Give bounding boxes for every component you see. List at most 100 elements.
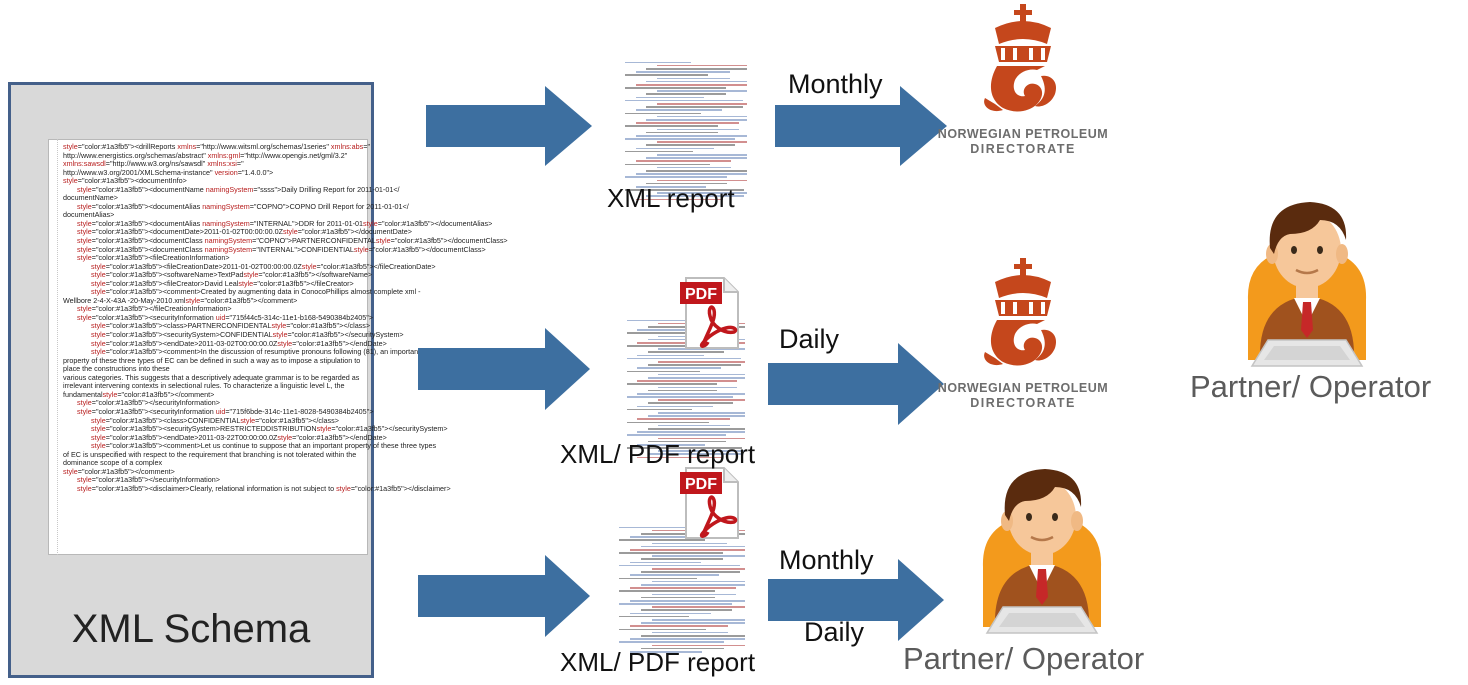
thumbnail-text-line xyxy=(657,373,745,376)
svg-text:PDF: PDF xyxy=(685,286,717,303)
xml-schema-line: style="color:#1a3fb5"><fileCreationInfor… xyxy=(77,253,230,263)
thumbnail-text-line xyxy=(641,583,745,586)
thumbnail-text-line xyxy=(656,90,747,92)
thumbnail-text-line xyxy=(657,348,745,350)
thumbnail-text-line xyxy=(627,345,725,347)
thumbnail-text-line xyxy=(656,64,747,67)
thumbnail-text-line xyxy=(652,568,745,570)
thumbnail-text-line xyxy=(619,526,688,529)
xml-schema-line: style="color:#1a3fb5"><securitySystem>CO… xyxy=(91,330,404,340)
report-caption-row2: XML/ PDF report xyxy=(560,439,756,469)
xml-schema-line: style="color:#1a3fb5"><fileCreationDate>… xyxy=(91,261,436,271)
thumbnail-text-line xyxy=(641,545,745,548)
thumbnail-text-line xyxy=(646,157,747,159)
xml-schema-line: Wellbore 2-4-X-43A -20-May-2010.xmlstyle… xyxy=(63,295,298,305)
thumbnail-text-line xyxy=(647,453,743,456)
xml-schema-line: style="color:#1a3fb5"><endDate>2011-03-2… xyxy=(91,432,387,442)
thumbnail-text-line xyxy=(635,96,705,99)
thumbnail-text-line xyxy=(641,596,715,599)
thumbnail-text-line xyxy=(641,609,733,612)
xml-schema-line: style="color:#1a3fb5"><securityInformati… xyxy=(77,312,373,322)
thumbnail-text-line xyxy=(625,163,710,166)
thumbnail-text-line xyxy=(630,638,745,640)
xml-schema-line: style="color:#1a3fb5"></fileCreationInfo… xyxy=(77,304,232,314)
xml-schema-line: style="color:#1a3fb5"><softwareName>Text… xyxy=(91,270,373,280)
thumbnail-text-line xyxy=(630,625,729,627)
thumbnail-text-line xyxy=(619,615,689,618)
thumbnail-text-line xyxy=(625,61,692,64)
thumbnail-text-line xyxy=(625,112,701,115)
npd-logo-text: NORWEGIAN PETROLEUM DIRECTORATE xyxy=(925,381,1121,411)
xml-schema-line: style="color:#1a3fb5"><fileCreator>David… xyxy=(91,278,354,288)
xml-schema-line: fundamentalstyle="color:#1a3fb5"></comme… xyxy=(63,389,215,399)
xml-schema-title: XML Schema xyxy=(71,607,311,651)
thumbnail-text-line xyxy=(646,144,735,147)
thumbnail-text-line xyxy=(625,138,735,140)
thumbnail-text-line xyxy=(625,189,745,191)
xml-schema-line: documentAlias> xyxy=(63,210,115,220)
report-caption-row3: XML/ PDF report xyxy=(560,647,756,677)
thumbnail-text-line xyxy=(652,580,745,583)
thumbnail-text-line xyxy=(637,405,713,408)
thumbnail-text-line xyxy=(637,329,729,331)
thumbnail-text-line xyxy=(619,603,733,605)
thumbnail-text-line xyxy=(619,641,725,643)
thumbnail-text-line xyxy=(656,166,731,169)
thumbnail-text-line xyxy=(627,370,701,373)
thumbnail-text-line xyxy=(635,147,714,150)
thumbnail-text-line xyxy=(656,128,739,131)
thumbnail-text-line xyxy=(646,106,743,108)
thumbnail-text-line xyxy=(637,392,745,395)
thumbnail-text-line xyxy=(656,179,747,182)
npd-logo: NORWEGIAN PETROLEUM DIRECTORATE xyxy=(925,254,1121,414)
thumbnail-text-line xyxy=(652,644,745,647)
xml-report-thumbnail xyxy=(614,525,750,653)
thumbnail-text-line xyxy=(630,574,719,576)
xml-schema-line: style="color:#1a3fb5"></securityInformat… xyxy=(77,475,220,485)
xml-schema-line: style="color:#1a3fb5"><endDate>2011-03-0… xyxy=(91,338,387,348)
xml-schema-line: style="color:#1a3fb5"><securityInformati… xyxy=(77,406,374,416)
thumbnail-text-line xyxy=(652,593,737,596)
thumbnail-text-line xyxy=(641,634,745,637)
thumbnail-text-line xyxy=(646,93,726,96)
thumbnail-text-line xyxy=(656,103,747,105)
thumbnail-text-line xyxy=(630,599,745,602)
thumbnail-text-line xyxy=(627,357,742,360)
thumbnail-text-line xyxy=(627,447,743,449)
thumbnail-text-line xyxy=(630,650,703,653)
thumbnail-text-line xyxy=(657,412,745,414)
thumbnail-text-line xyxy=(647,402,734,405)
thumbnail-text-line xyxy=(627,434,726,436)
thumbnail-text-line xyxy=(652,555,745,557)
thumbnail-text-line xyxy=(635,160,731,162)
thumbnail-text-line xyxy=(646,67,747,70)
xml-fold-gutter xyxy=(48,139,58,555)
xml-schema-line: style="color:#1a3fb5"><comment>In the di… xyxy=(91,347,421,357)
thumbnail-text-line xyxy=(641,622,745,624)
frequency-label-row2: Daily xyxy=(779,324,840,354)
npd-logo: NORWEGIAN PETROLEUM DIRECTORATE xyxy=(925,0,1121,160)
thumbnail-text-line xyxy=(647,364,742,366)
xml-schema-line: style="color:#1a3fb5"><securitySystem>RE… xyxy=(91,424,448,434)
arrow-schema-to-xml-report xyxy=(426,86,592,166)
arrow-xml-report-to-npd xyxy=(775,86,947,166)
xml-schema-line: style="color:#1a3fb5"><comment>Created b… xyxy=(91,287,421,297)
thumbnail-text-line xyxy=(656,154,747,156)
thumbnail-text-line xyxy=(652,631,729,634)
thumbnail-text-line xyxy=(641,647,725,650)
xml-schema-line: of EC is unspecified with respect to the… xyxy=(63,449,357,459)
xml-schema-line: documentName> xyxy=(63,193,118,203)
pdf-icon: PDF xyxy=(680,277,739,349)
thumbnail-text-line xyxy=(646,131,718,134)
thumbnail-text-line xyxy=(627,332,708,334)
xml-schema-line: style="color:#1a3fb5"><documentInfo> xyxy=(63,176,187,186)
thumbnail-text-line xyxy=(619,590,715,592)
arrow-schema-to-pdf-report-2 xyxy=(418,555,590,637)
thumbnail-text-line xyxy=(635,134,747,137)
npd-logo-text: NORWEGIAN PETROLEUM DIRECTORATE xyxy=(925,127,1121,157)
thumbnail-text-line xyxy=(625,125,718,127)
xml-schema-line: style="color:#1a3fb5"><comment>Let us co… xyxy=(91,441,437,451)
partner-operator-icon xyxy=(1247,202,1367,367)
thumbnail-text-line xyxy=(625,99,743,102)
thumbnail-text-line xyxy=(652,542,727,545)
